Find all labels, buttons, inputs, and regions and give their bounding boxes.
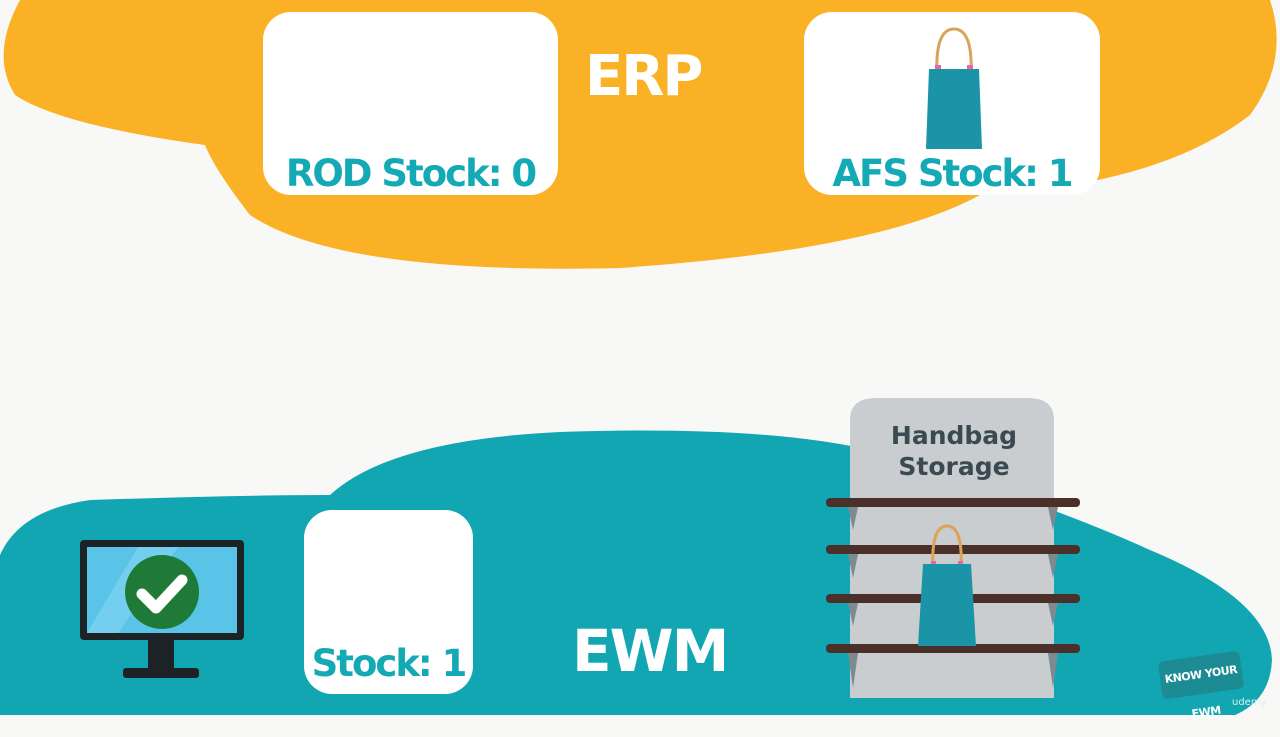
checkmark-icon [125, 555, 199, 629]
computer-monitor-icon [80, 540, 244, 678]
storage-label-line2: Storage [898, 452, 1010, 481]
ewm-stock-label: Stock: 1 [311, 642, 468, 685]
handbag-storage: Handbag Storage [826, 398, 1082, 698]
handbag-icon [918, 524, 976, 646]
afs-stock-label: AFS Stock: 1 [832, 152, 1073, 195]
storage-rack [826, 398, 1080, 698]
ewm-title: EWM [572, 617, 729, 685]
rod-stock-card: ROD Stock: 0 [263, 12, 558, 195]
ewm-stock-card: Stock: 1 [304, 510, 473, 694]
erp-title: ERP [585, 44, 703, 109]
storage-label-line1: Handbag [890, 421, 1018, 450]
afs-stock-card: AFS Stock: 1 [804, 12, 1100, 195]
rod-stock-label: ROD Stock: 0 [285, 152, 537, 195]
handbag-icon [926, 27, 982, 149]
udemy-watermark: udemy [1232, 697, 1267, 708]
